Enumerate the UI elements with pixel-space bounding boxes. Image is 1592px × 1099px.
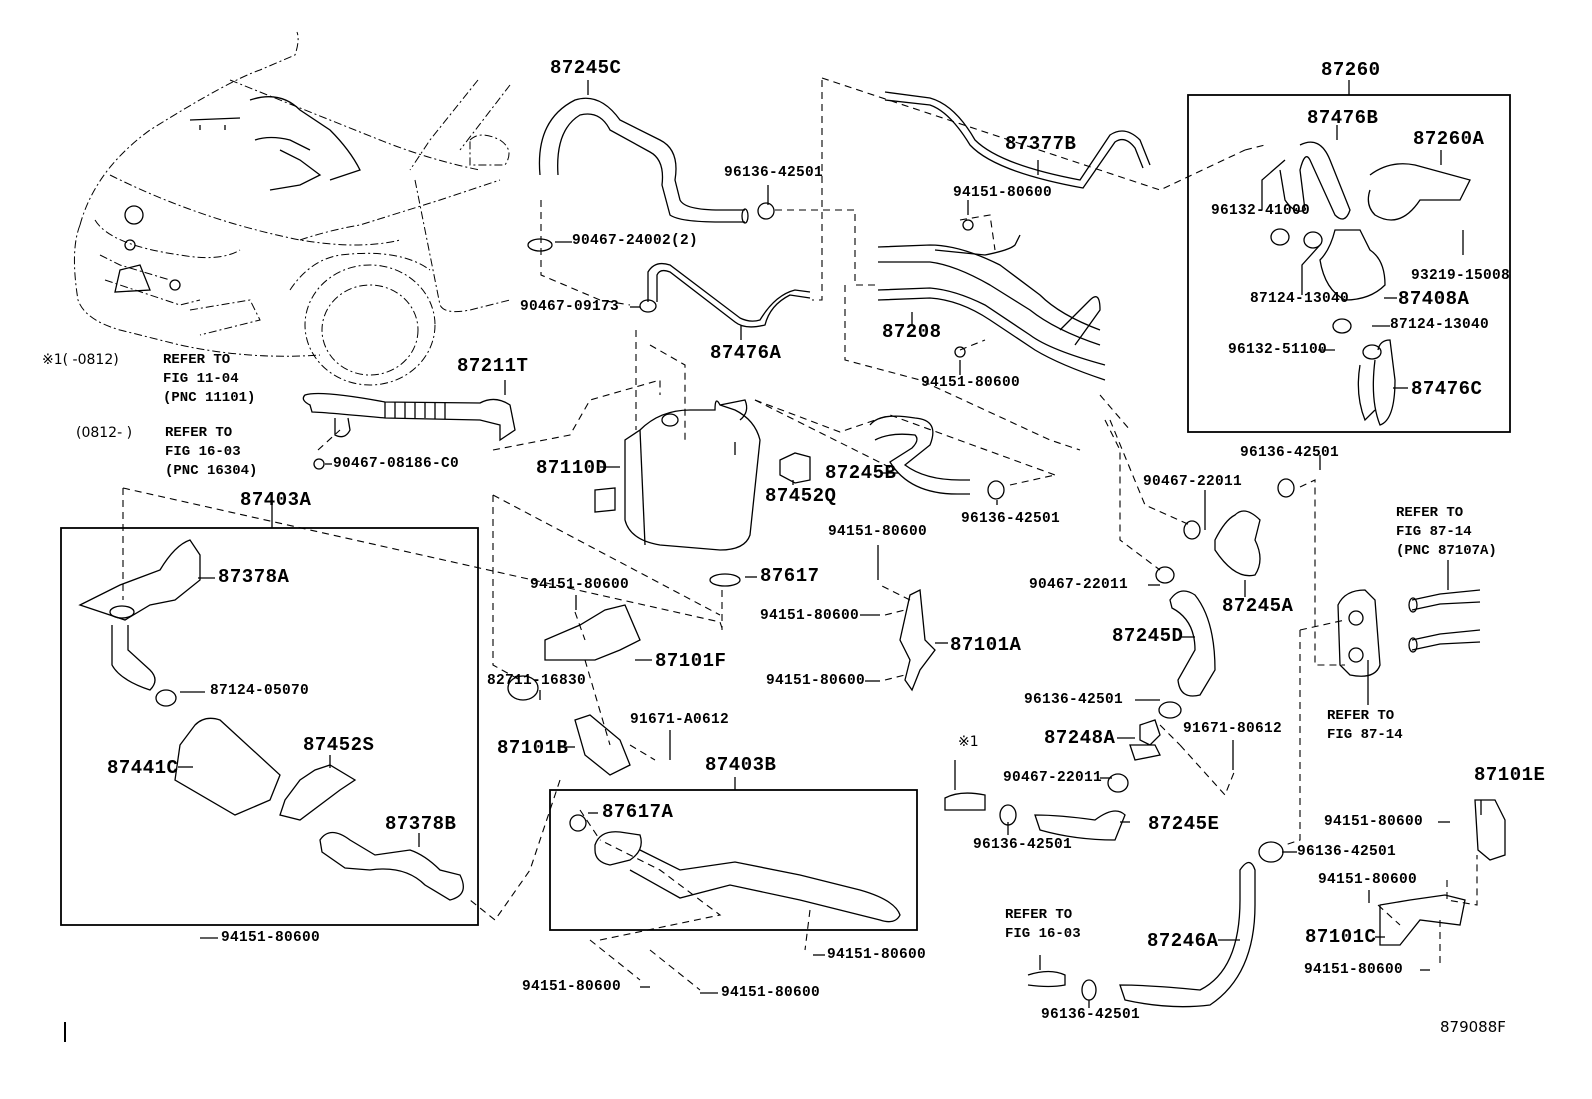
part-label-94151-80600[interactable]: 94151-80600 — [530, 577, 630, 593]
part-label-94151-80600[interactable]: 94151-80600 — [760, 608, 860, 624]
clamp-parts — [155, 202, 1382, 1001]
part-label-87378A[interactable]: 87378A — [218, 566, 290, 588]
part-label-87101E[interactable]: 87101E — [1474, 764, 1546, 786]
note-star1-marker: ※1 — [958, 734, 979, 750]
part-label-96136-42501[interactable]: 96136-42501 — [961, 511, 1061, 527]
part-label-87476C[interactable]: 87476C — [1411, 378, 1483, 400]
note1-text: REFER TO FIG 11-04 (PNC 11101) — [163, 352, 256, 406]
part-label-87245B[interactable]: 87245B — [825, 462, 897, 484]
part-label-87452Q[interactable]: 87452Q — [765, 485, 837, 507]
part-87452Q-bracket — [779, 452, 811, 484]
part-label-94151-80600[interactable]: 94151-80600 — [1304, 962, 1404, 978]
part-label-87101F[interactable]: 87101F — [655, 650, 727, 672]
part-label-87617[interactable]: 87617 — [760, 565, 820, 587]
part-87476A-hose — [647, 262, 811, 328]
part-label-94151-80600[interactable]: 94151-80600 — [1324, 814, 1424, 830]
part-label-87378B[interactable]: 87378B — [385, 813, 457, 835]
part-label-87377B[interactable]: 87377B — [1005, 133, 1077, 155]
refer-fig-87-14-pnc-87107A[interactable]: REFER TO FIG 87-14 (PNC 87107A) — [1396, 505, 1497, 559]
part-label-87476A[interactable]: 87476A — [710, 342, 782, 364]
part-label-94151-80600[interactable]: 94151-80600 — [1318, 872, 1418, 888]
vehicle-outline-illustration — [73, 31, 511, 386]
connection-lines — [122, 77, 1478, 991]
note2-range: (0812- ) — [76, 425, 133, 441]
leader-lines — [178, 80, 1482, 1008]
part-label-90467-09173[interactable]: 90467-09173 — [520, 299, 620, 315]
right-side-hoses — [944, 510, 1481, 1008]
part-label-96132-41000[interactable]: 96132-41000 — [1211, 203, 1311, 219]
part-label-94151-80600[interactable]: 94151-80600 — [522, 979, 622, 995]
refer-fig-87-14[interactable]: REFER TO FIG 87-14 — [1327, 708, 1403, 743]
part-label-90467-24002[interactable]: 90467-24002(2) — [572, 233, 699, 249]
part-label-87245C[interactable]: 87245C — [550, 57, 622, 79]
part-87101-brackets — [544, 588, 1506, 946]
part-label-87124-13040[interactable]: 87124-13040 — [1250, 291, 1350, 307]
part-87110D-heater-unit — [594, 399, 761, 587]
part-label-94151-80600[interactable]: 94151-80600 — [221, 930, 321, 946]
part-label-94151-80600[interactable]: 94151-80600 — [766, 673, 866, 689]
part-87245C-hose — [538, 97, 749, 224]
part-87403A-assembly-box — [60, 527, 479, 926]
part-label-87124-05070[interactable]: 87124-05070 — [210, 683, 310, 699]
part-87403B-assembly-box — [549, 789, 918, 931]
part-label-87248A[interactable]: 87248A — [1044, 727, 1116, 749]
part-label-87110D[interactable]: 87110D — [536, 457, 608, 479]
part-label-96136-42501[interactable]: 96136-42501 — [724, 165, 824, 181]
part-label-87245D[interactable]: 87245D — [1112, 625, 1184, 647]
part-label-91671-80612[interactable]: 91671-80612 — [1183, 721, 1283, 737]
part-label-94151-80600[interactable]: 94151-80600 — [953, 185, 1053, 201]
part-label-90467-22011[interactable]: 90467-22011 — [1029, 577, 1129, 593]
part-label-87260A[interactable]: 87260A — [1413, 128, 1485, 150]
part-87208-pipe-assembly — [877, 219, 1106, 381]
figure-id: 879088F — [1440, 1018, 1506, 1036]
part-label-87452S[interactable]: 87452S — [303, 734, 375, 756]
part-label-93219-15008[interactable]: 93219-15008 — [1411, 268, 1511, 284]
part-label-87101C[interactable]: 87101C — [1305, 926, 1377, 948]
assembly-label-87403B[interactable]: 87403B — [705, 754, 777, 776]
note2-text: REFER TO FIG 16-03 (PNC 16304) — [165, 425, 258, 479]
part-label-87245E[interactable]: 87245E — [1148, 813, 1220, 835]
part-label-96136-42501[interactable]: 96136-42501 — [973, 837, 1073, 853]
assembly-label-87260[interactable]: 87260 — [1321, 59, 1381, 81]
part-label-87408A[interactable]: 87408A — [1398, 288, 1470, 310]
part-label-87211T[interactable]: 87211T — [457, 355, 529, 377]
part-label-87245A[interactable]: 87245A — [1222, 595, 1294, 617]
part-label-87617A[interactable]: 87617A — [602, 801, 674, 823]
part-label-87124-13040[interactable]: 87124-13040 — [1390, 317, 1490, 333]
part-label-87441C[interactable]: 87441C — [107, 757, 179, 779]
part-label-96136-42501[interactable]: 96136-42501 — [1041, 1007, 1141, 1023]
part-label-96136-42501[interactable]: 96136-42501 — [1240, 445, 1340, 461]
margin-mark — [64, 1022, 66, 1042]
part-label-87101B[interactable]: 87101B — [497, 737, 569, 759]
part-label-91671-A0612[interactable]: 91671-A0612 — [630, 712, 730, 728]
part-label-96136-42501[interactable]: 96136-42501 — [1024, 692, 1124, 708]
part-label-94151-80600[interactable]: 94151-80600 — [721, 985, 821, 1001]
part-label-94151-80600[interactable]: 94151-80600 — [828, 524, 928, 540]
part-label-90467-22011[interactable]: 90467-22011 — [1143, 474, 1243, 490]
part-label-87208[interactable]: 87208 — [882, 321, 942, 343]
part-label-87246A[interactable]: 87246A — [1147, 930, 1219, 952]
part-label-90467-08186-C0[interactable]: 90467-08186-C0 — [333, 456, 460, 472]
part-label-82711-16830[interactable]: 82711-16830 — [487, 673, 587, 689]
part-label-87476B[interactable]: 87476B — [1307, 107, 1379, 129]
note1-range: ※1( -0812) — [42, 352, 119, 368]
part-label-87101A[interactable]: 87101A — [950, 634, 1022, 656]
part-87377B-pipe — [884, 91, 1151, 189]
part-label-96132-51100[interactable]: 96132-51100 — [1228, 342, 1328, 358]
part-87211T-pipe — [302, 392, 516, 470]
assembly-label-87403A[interactable]: 87403A — [240, 489, 312, 511]
part-label-96136-42501[interactable]: 96136-42501 — [1297, 844, 1397, 860]
part-87245B-hose — [869, 415, 970, 495]
part-label-90467-22011[interactable]: 90467-22011 — [1003, 770, 1103, 786]
part-label-94151-80600[interactable]: 94151-80600 — [921, 375, 1021, 391]
refer-fig-16-03[interactable]: REFER TO FIG 16-03 — [1005, 907, 1081, 942]
part-label-94151-80600[interactable]: 94151-80600 — [827, 947, 927, 963]
